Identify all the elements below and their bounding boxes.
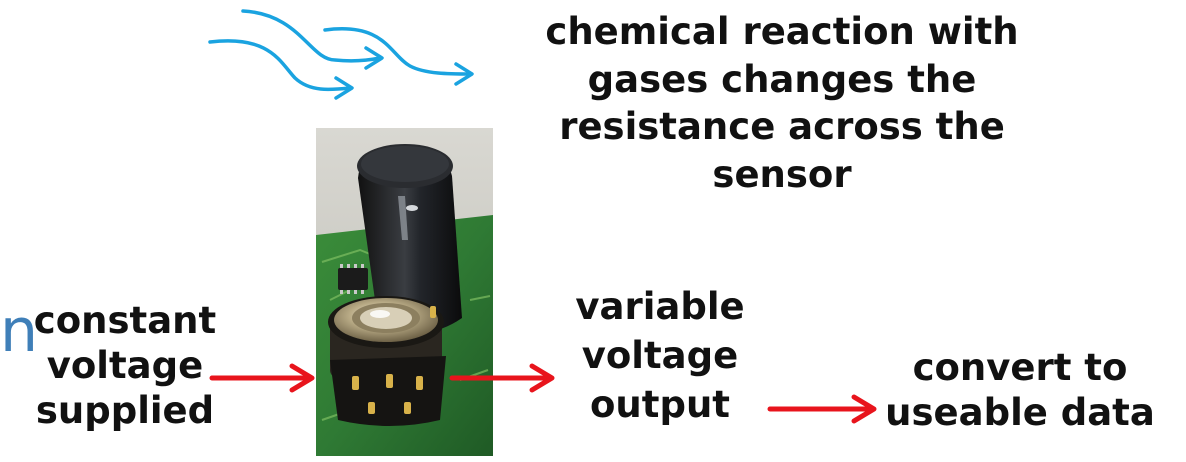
convert-data-label: convert to useable data: [885, 346, 1155, 434]
gas-flow-arrow-icon: [323, 27, 474, 86]
right-arrow-icon: [209, 363, 315, 393]
gas-flow-arrow-icon: [208, 39, 354, 100]
output-voltage-label: variable voltage output: [575, 285, 745, 426]
gas-flow-arrows: [208, 9, 474, 100]
signal-arrows: [209, 363, 877, 424]
gas-reaction-label: chemical reaction with gases changes the…: [545, 10, 1019, 196]
input-voltage-label: constant voltage supplied: [33, 299, 217, 432]
right-arrow-icon: [767, 394, 877, 424]
gas-flow-arrow-icon: [241, 9, 384, 70]
gas-sensor-photo: [316, 128, 493, 456]
right-arrow-icon: [449, 363, 555, 393]
partial-title-glyph: n: [0, 296, 39, 366]
